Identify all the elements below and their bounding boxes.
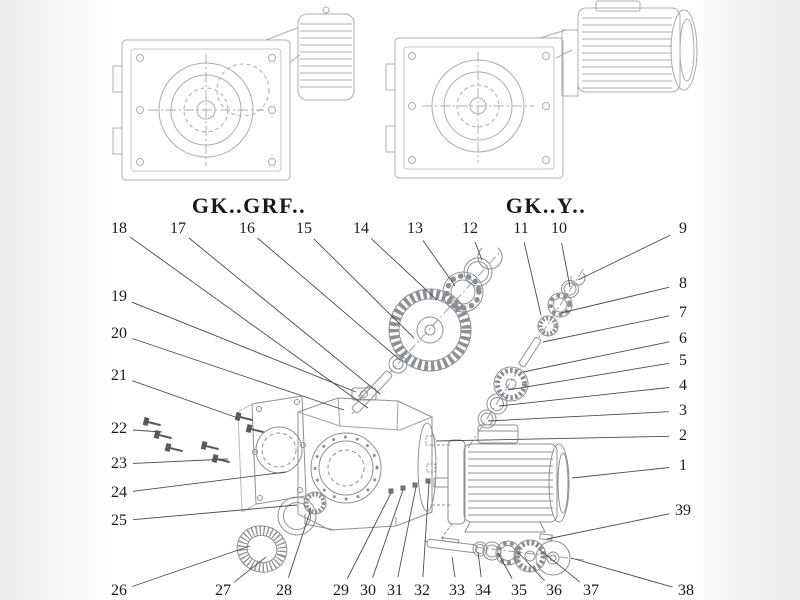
part-number-33: 33	[449, 582, 465, 599]
part-number-18: 18	[111, 220, 127, 237]
part-number-32: 32	[414, 582, 430, 599]
drawing-gk-grf	[112, 6, 355, 181]
bevel-pinion-set	[477, 270, 586, 429]
leader-line-26	[132, 545, 251, 587]
part-number-26: 26	[111, 582, 127, 599]
leader-line-18	[130, 236, 369, 409]
variant-title-gk-y: GK..Y..	[505, 193, 587, 218]
leader-line-39	[546, 513, 670, 540]
part-number-19: 19	[111, 288, 127, 305]
snap-ring	[477, 244, 503, 270]
part-number-17: 17	[170, 220, 186, 237]
part-number-25: 25	[111, 512, 127, 529]
leader-line-35	[497, 552, 513, 579]
motor	[433, 424, 570, 533]
part-number-29: 29	[333, 582, 349, 599]
part-number-22: 22	[111, 420, 127, 437]
mounting-flange	[237, 395, 307, 513]
leader-line-4	[498, 387, 670, 407]
part-number-9: 9	[679, 220, 687, 237]
part-number-4: 4	[679, 377, 687, 394]
part-number-6: 6	[679, 330, 687, 347]
leader-line-1	[571, 467, 670, 479]
leader-line-25	[132, 504, 298, 521]
part-number-5: 5	[679, 352, 687, 369]
drawing-gk-y	[385, 0, 698, 179]
part-number-28: 28	[276, 582, 292, 599]
leader-line-8	[560, 286, 670, 314]
motor-drawing	[561, 0, 698, 97]
leader-line-19	[131, 301, 357, 393]
leader-line-32	[422, 482, 430, 578]
part-number-12: 12	[462, 220, 478, 237]
leader-line-37	[539, 549, 581, 583]
leader-line-14	[370, 238, 438, 301]
part-number-1: 1	[679, 457, 687, 474]
leader-line-2	[435, 435, 670, 442]
part-number-24: 24	[111, 484, 127, 501]
leader-line-9	[577, 234, 671, 281]
leader-line-28	[287, 508, 312, 578]
ribbed-cover	[297, 6, 355, 101]
flange-screws	[142, 412, 264, 464]
input-shaft	[351, 354, 408, 414]
part-number-30: 30	[360, 582, 376, 599]
leader-line-15	[313, 238, 415, 339]
leader-line-24	[132, 471, 287, 492]
leader-line-36	[517, 551, 545, 582]
leader-line-3	[487, 411, 670, 422]
part-number-39: 39	[675, 502, 691, 519]
gear-housing	[297, 387, 452, 531]
part-number-7: 7	[679, 304, 687, 321]
leader-line-23	[132, 458, 229, 464]
leader-line-7	[542, 315, 670, 343]
leader-line-33	[451, 556, 456, 578]
variant-title-gk-grf: GK..GRF..	[191, 193, 307, 218]
part-number-35: 35	[511, 582, 527, 599]
leader-line-29	[346, 492, 392, 579]
part-number-10: 10	[551, 220, 567, 237]
leader-line-17	[188, 237, 381, 395]
part-number-11: 11	[513, 220, 529, 237]
part-number-38: 38	[678, 582, 694, 599]
leader-line-10	[561, 242, 571, 288]
part-number-3: 3	[679, 402, 687, 419]
part-number-31: 31	[387, 582, 403, 599]
input-bearing	[442, 271, 484, 313]
part-number-36: 36	[546, 582, 562, 599]
part-number-2: 2	[679, 427, 687, 444]
part-number-34: 34	[475, 582, 491, 599]
leader-line-11	[523, 242, 542, 316]
part-number-37: 37	[583, 582, 599, 599]
part-number-21: 21	[111, 367, 127, 384]
part-number-20: 20	[111, 325, 127, 342]
leader-line-31	[397, 486, 417, 578]
leader-line-6	[522, 341, 670, 373]
leader-line-27	[233, 556, 267, 583]
leader-line-13	[422, 240, 456, 287]
leader-line-22	[132, 429, 163, 433]
part-number-15: 15	[296, 220, 312, 237]
part-number-27: 27	[215, 582, 231, 599]
leader-line-30	[372, 489, 404, 578]
leader-line-21	[132, 380, 239, 419]
leader-line-38	[570, 557, 673, 588]
leader-line-12	[474, 241, 483, 261]
part-number-13: 13	[407, 220, 423, 237]
part-number-16: 16	[239, 220, 255, 237]
leader-line-5	[507, 362, 670, 391]
leader-line-16	[257, 237, 401, 361]
leader-line-34	[477, 551, 482, 578]
part-number-8: 8	[679, 275, 687, 292]
shaft-seals	[236, 491, 327, 573]
flange-bolts	[388, 478, 431, 494]
part-number-23: 23	[111, 455, 127, 472]
part-number-14: 14	[353, 220, 369, 237]
leader-line-20	[132, 338, 345, 411]
